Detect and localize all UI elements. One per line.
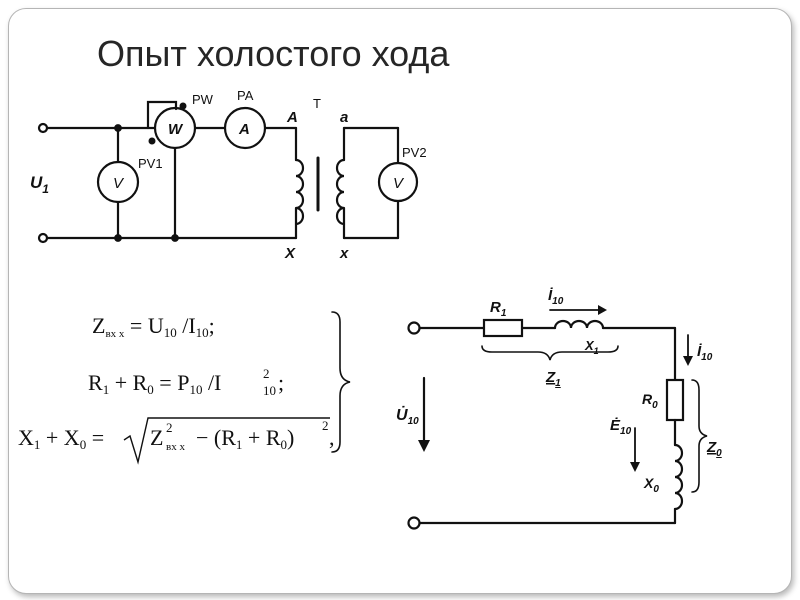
- wattmeter-tag: PW: [192, 92, 214, 107]
- circuit-1: [37, 100, 419, 244]
- terminal-A-label: A: [286, 109, 298, 126]
- formula-2-end: ;: [278, 370, 284, 395]
- z0-label: Z0: [706, 439, 722, 459]
- r1-label: R1: [490, 299, 507, 319]
- formula-2-sub: 10: [263, 383, 276, 398]
- inductor-x0-icon: [673, 443, 684, 511]
- terminal-top: [37, 122, 49, 134]
- circuit-2: [407, 305, 708, 530]
- formula-3-end: ,: [329, 425, 335, 450]
- voltmeter-pv2-icon: [377, 161, 419, 203]
- voltmeter2-symbol: V: [393, 175, 405, 192]
- formula-2-sup: 2: [263, 366, 270, 381]
- z1-brace: [481, 345, 619, 361]
- ammeter-symbol: A: [238, 121, 250, 138]
- primary-winding-icon: [294, 158, 305, 226]
- formula-3-zsub: вх х: [166, 441, 185, 453]
- terminal-X-label: X: [284, 245, 296, 262]
- junction-dot: [114, 234, 122, 242]
- x1-label: X1: [584, 338, 599, 356]
- resistor-r1: [482, 318, 524, 338]
- terminal-x-label: x: [339, 245, 349, 262]
- formula-2: R1 + R0 = P10 /I: [88, 370, 221, 397]
- formula-3-z: Z: [150, 425, 163, 450]
- polarity-dot: [179, 102, 187, 110]
- z0-brace: [691, 379, 708, 493]
- x0-label: X0: [643, 475, 659, 495]
- i10-top-label: İ10: [548, 287, 564, 307]
- terminal-top: [407, 321, 421, 335]
- r0-label: R0: [642, 391, 658, 411]
- polarity-dot: [148, 137, 156, 145]
- voltmeter2-tag: PV2: [402, 145, 427, 160]
- e10-label: Ė10: [610, 417, 632, 437]
- terminal-bottom: [407, 516, 421, 530]
- z1-label: Z1: [545, 369, 561, 389]
- formula-3-sup: 2: [322, 418, 329, 433]
- voltmeter-pv1-icon: [96, 160, 140, 204]
- formula-brace: [331, 311, 351, 453]
- voltmeter1-symbol: V: [113, 175, 125, 192]
- formula-1: Zвх х = U10 /I10;: [92, 313, 215, 340]
- ammeter-tag: PA: [237, 88, 254, 103]
- formula-block: Zвх х = U10 /I10; R1 + R0 = P10 /I 2 10 …: [18, 313, 335, 465]
- terminal-bottom: [37, 232, 49, 244]
- formula-3-zsup: 2: [166, 420, 173, 435]
- voltmeter1-tag: PV1: [138, 156, 163, 171]
- i10-right-label: İ10: [697, 343, 713, 363]
- sqrt-sign: [123, 417, 330, 465]
- wattmeter-icon: [153, 106, 197, 150]
- formula-3-lhs: X1 + X0 =: [18, 425, 104, 452]
- secondary-winding-icon: [335, 158, 346, 226]
- slide: Опыт холостого хода: [8, 8, 792, 594]
- u10-label: U̇10: [396, 406, 419, 427]
- slide-title: Опыт холостого хода: [97, 33, 450, 74]
- source-label: U1: [30, 173, 49, 196]
- ammeter-icon: [223, 106, 267, 150]
- wattmeter-symbol: W: [168, 121, 184, 138]
- junction-dot: [171, 234, 179, 242]
- junction-dot: [114, 124, 122, 132]
- transformer-tag: T: [313, 96, 321, 111]
- formula-3-rhs: − (R1 + R0): [196, 425, 294, 452]
- terminal-a-label: a: [340, 109, 348, 126]
- inductor-x1-icon: [553, 319, 605, 330]
- resistor-r0: [665, 378, 685, 422]
